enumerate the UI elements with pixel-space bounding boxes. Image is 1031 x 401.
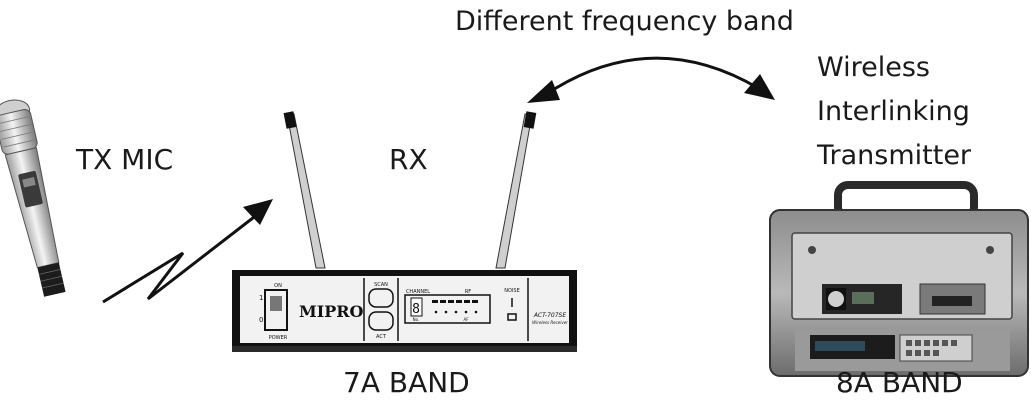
receiver-label: RX (389, 143, 428, 176)
receiver-band-label: 7A BAND (343, 366, 470, 399)
receiver-unit: ON POWER 1 0 MIPRO SCAN ACT 8 CHANNEL RF… (232, 270, 577, 352)
brand-logo: MIPRO (299, 302, 364, 321)
rf-label: RF (465, 289, 471, 295)
number-label: No. (413, 317, 420, 322)
model-label: ACT-707SE (533, 312, 567, 319)
frequency-arrow (527, 56, 775, 103)
noise-label: NOISE (504, 288, 519, 294)
scan-label: SCAN (374, 282, 388, 288)
frequency-band-label: Different frequency band (455, 6, 794, 37)
power-on-label: ON (274, 283, 282, 289)
power-label: POWER (269, 335, 288, 341)
power-one-label: 1 (259, 294, 263, 302)
mic-label: TX MIC (76, 143, 174, 176)
transmitter-band-label: 8A BAND (836, 366, 963, 399)
model-sub-label: Wireless Receiver (532, 320, 568, 325)
act-label: ACT (376, 334, 387, 340)
power-zero-label: 0 (259, 316, 263, 324)
transmitter-label-line-3: Transmitter (817, 140, 972, 171)
signal-arrow (102, 199, 273, 304)
channel-label: CHANNEL (406, 289, 430, 295)
transmitter-label-line-1: Wireless (817, 52, 930, 83)
af-label: AF (463, 317, 469, 322)
transmitter-label-line-2: Interlinking (817, 96, 970, 127)
channel-digit: 8 (412, 302, 420, 317)
receiver-antennas (283, 111, 537, 269)
speaker-illustration (769, 181, 1029, 377)
microphone-illustration (0, 99, 66, 297)
